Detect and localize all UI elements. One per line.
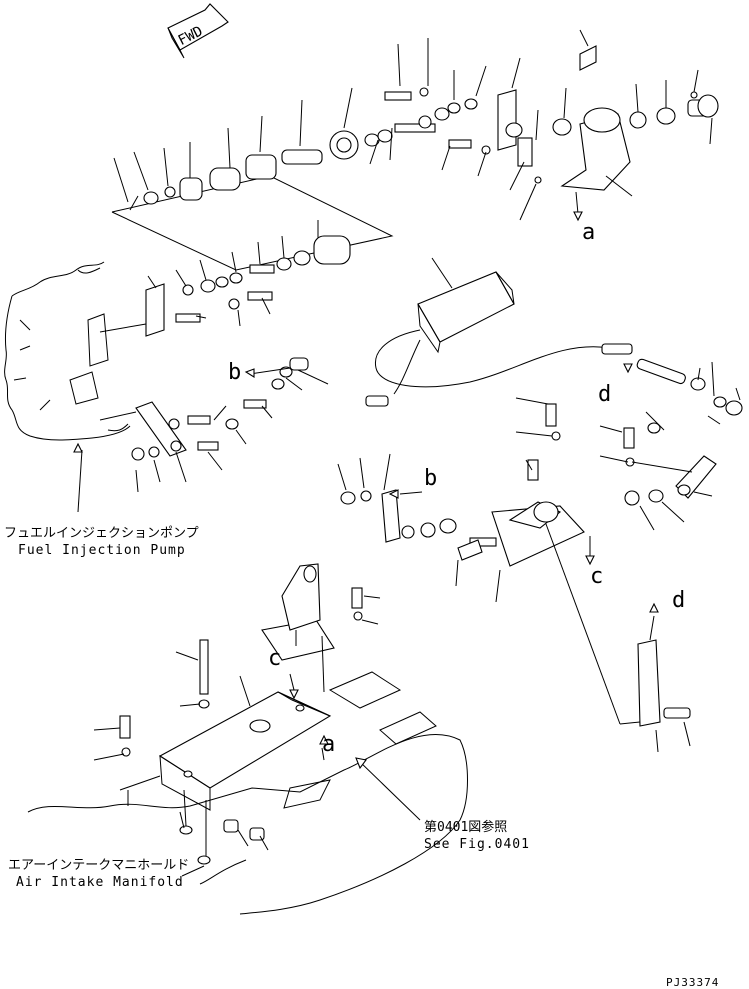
pump-lever-links xyxy=(73,357,329,513)
middle-lever-bracket xyxy=(337,361,743,753)
ref-letter-c-bottom: c xyxy=(268,646,282,671)
ref-letter-b-middle: b xyxy=(424,466,438,491)
middle-rod-assembly xyxy=(99,220,351,337)
ref-letter-d-right: d xyxy=(672,588,686,613)
ref-letter-c-right: c xyxy=(590,564,604,589)
see-fig-label-ja: 第0401図参照 xyxy=(424,820,508,835)
lower-bracket-assembly xyxy=(27,563,468,915)
fuel-injection-pump-label-ja: フュエルインジェクションポンプ xyxy=(4,526,199,541)
ref-letter-b-left: b xyxy=(228,360,242,385)
fuel-injection-pump-label-en: Fuel Injection Pump xyxy=(18,543,186,558)
ref-letter-d-middle: d xyxy=(598,382,612,407)
ref-letter-a-bottom: a xyxy=(322,732,336,757)
drawing-code: PJ33374 xyxy=(666,976,720,989)
see-fig-label-en: See Fig.0401 xyxy=(424,837,530,852)
fwd-arrow-marker: FWD xyxy=(167,3,229,59)
ref-letter-a-top: a xyxy=(582,220,596,245)
cable-actuator xyxy=(365,257,686,407)
air-intake-manifold-label-ja: エアーインテークマニホールド xyxy=(8,858,190,873)
air-intake-manifold-label-en: Air Intake Manifold xyxy=(16,875,184,890)
fuel-injection-pump-outline xyxy=(4,261,131,441)
upper-rod-assembly xyxy=(111,29,719,271)
